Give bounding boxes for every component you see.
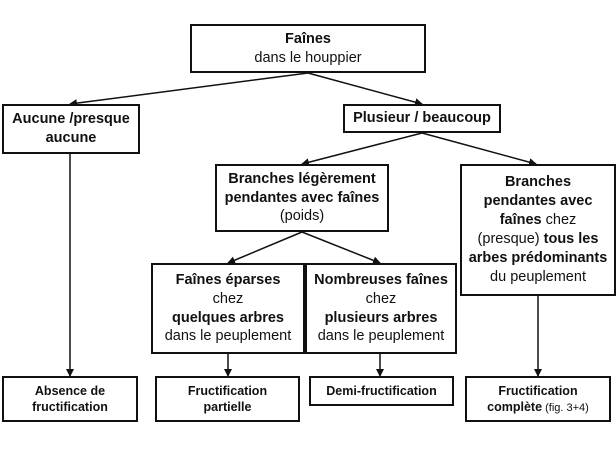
arrow-legeres-to-eparses bbox=[227, 231, 303, 264]
node-legeres: Branches légèrement pendantes avec faîne… bbox=[215, 164, 389, 232]
arrow-plusieur-to-legeres bbox=[301, 132, 423, 167]
node-demi: Demi-fructification bbox=[309, 376, 454, 406]
arrow-root-to-aucune bbox=[69, 72, 309, 108]
node-root-title: Faînes bbox=[285, 30, 331, 47]
node-complete-line1: Fructification bbox=[498, 383, 578, 398]
node-nombreuses-line1: Nombreuses faînes bbox=[314, 271, 448, 288]
node-nombreuses-line4: dans le peuplement bbox=[317, 328, 445, 345]
node-aucune: Aucune /presque aucune bbox=[2, 104, 140, 154]
node-complete-line2-bold: complète bbox=[487, 399, 543, 414]
node-pendantes-line4-bold: tous les bbox=[539, 231, 599, 247]
arrow-plusieur-to-pendantes bbox=[421, 132, 537, 167]
node-absence-line2: fructification bbox=[32, 400, 108, 414]
node-pendantes-line2: pendantes avec bbox=[483, 193, 593, 210]
node-partielle: Fructification partielle bbox=[155, 376, 300, 422]
node-legeres-line3: (poids) bbox=[279, 208, 325, 225]
node-pendantes-line4-normal: (presque) bbox=[477, 231, 540, 247]
arrow-root-to-plusieur bbox=[307, 72, 423, 107]
node-nombreuses: Nombreuses faînes chez plusieurs arbres … bbox=[305, 263, 457, 354]
node-plusieur: Plusieur / beaucoup bbox=[343, 104, 501, 133]
node-plusieur-label: Plusieur / beaucoup bbox=[353, 110, 491, 127]
node-complete-line2-rest: (fig. 3+4) bbox=[542, 401, 589, 414]
node-pendantes: Branches pendantes avec faînes chez (pre… bbox=[460, 164, 616, 296]
node-eparses: Faînes éparses chez quelques arbres dans… bbox=[151, 263, 305, 354]
node-pendantes-line1: Branches bbox=[504, 174, 572, 191]
node-complete: Fructification complète (fig. 3+4) bbox=[465, 376, 611, 422]
node-aucune-line1: Aucune /presque bbox=[12, 111, 130, 128]
node-pendantes-line6: du peuplement bbox=[490, 268, 586, 285]
node-aucune-line2: aucune bbox=[45, 130, 97, 146]
node-eparses-line1: Faînes éparses bbox=[175, 271, 281, 288]
node-absence-line1: Absence de bbox=[34, 383, 106, 398]
node-eparses-line3: quelques arbres bbox=[171, 309, 284, 326]
node-root: Faînes dans le houppier bbox=[190, 24, 426, 73]
node-complete-line2: complète (fig. 3+4) bbox=[487, 399, 589, 415]
node-pendantes-line3: faînes chez bbox=[500, 211, 577, 230]
node-pendantes-line3-bold: faînes bbox=[499, 212, 542, 229]
node-pendantes-line4: (presque) tous les bbox=[478, 230, 599, 249]
node-root-subtitle: dans le houppier bbox=[254, 49, 362, 66]
node-pendantes-line5: arbes prédominants bbox=[468, 249, 608, 266]
node-demi-label: Demi-fructification bbox=[326, 383, 437, 398]
arrow-legeres-to-nombreuses bbox=[301, 231, 381, 265]
node-partielle-line1: Fructification bbox=[187, 383, 268, 398]
node-pendantes-line3-rest: chez bbox=[541, 212, 577, 229]
node-legeres-line2: pendantes avec faînes bbox=[224, 189, 380, 206]
node-eparses-line2: chez bbox=[212, 290, 244, 307]
node-nombreuses-line2: chez bbox=[365, 290, 397, 307]
node-nombreuses-line3: plusieurs arbres bbox=[324, 309, 438, 326]
node-eparses-line4: dans le peuplement bbox=[164, 328, 292, 345]
node-legeres-line1: Branches légèrement bbox=[228, 170, 376, 187]
node-absence: Absence de fructification bbox=[2, 376, 138, 422]
node-partielle-line2: partielle bbox=[203, 400, 252, 414]
